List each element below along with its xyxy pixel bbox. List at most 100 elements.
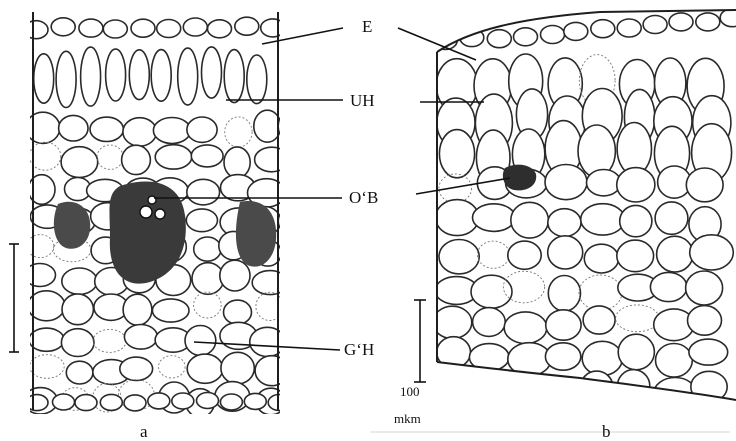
tissue-cell [548, 236, 583, 269]
tissue-cell [62, 268, 97, 294]
tissue-cell [197, 393, 219, 409]
tissue-cell [61, 329, 94, 357]
tissue-cell [618, 334, 654, 370]
tissue-cell [186, 209, 217, 232]
tissue-cell [620, 205, 652, 236]
tissue-cell [656, 344, 693, 378]
panel-label-a: a [140, 423, 148, 440]
tissue-cell [439, 130, 474, 178]
tissue-cell [26, 395, 48, 411]
tissue-cell [208, 20, 232, 38]
tissue-cell [261, 19, 285, 37]
xylem-vessel [140, 206, 152, 218]
tissue-cell [172, 393, 194, 409]
tissue-cell [511, 378, 551, 411]
tissue-cell [268, 395, 290, 411]
tissue-cell [657, 236, 693, 272]
tissue-cell [256, 292, 283, 320]
tissue-cell [473, 308, 506, 337]
tissue-cell [187, 117, 217, 142]
tissue-cell [235, 17, 259, 35]
tissue-cell [79, 19, 103, 37]
xylem-vessel [155, 209, 165, 219]
tissue-cell [250, 327, 285, 356]
tissue-cell [686, 271, 723, 305]
scale-bar-b [414, 300, 426, 382]
tissue-cell [75, 395, 97, 411]
tissue-cell [26, 112, 60, 143]
tissue-cell [221, 352, 254, 384]
tissue-cell [255, 147, 289, 172]
tissue-cell [247, 55, 267, 104]
tissue-cell [151, 50, 171, 102]
tissue-cell [655, 202, 688, 234]
tissue-cell [29, 142, 60, 170]
label-upper-tissue: UH [350, 92, 375, 109]
tissue-cell [696, 13, 720, 31]
tissue-cell [81, 47, 101, 106]
tissue-cell [244, 393, 266, 409]
tissue-cell [617, 168, 655, 202]
tissue-cell [97, 145, 123, 169]
label-vascular-bundle: O‘B [349, 189, 378, 206]
tissue-cell [192, 263, 224, 295]
tissue-cell [123, 118, 157, 146]
tissue-cell [183, 18, 207, 36]
tissue-cell [30, 355, 65, 379]
tissue-cell [688, 306, 722, 336]
tissue-cell [439, 240, 479, 274]
tissue-cell [504, 312, 547, 344]
tissue-cell [581, 371, 613, 403]
tissue-cell [477, 241, 509, 268]
tissue-cell [90, 117, 123, 141]
tissue-cell [548, 276, 580, 312]
tissue-cell [473, 204, 516, 232]
tissue-cell [178, 48, 198, 105]
tissue-cell [617, 240, 654, 272]
tissue-cell [51, 18, 75, 36]
tissue-cell [476, 370, 508, 404]
tissue-cell [194, 237, 221, 261]
tissue-cell [25, 264, 56, 287]
tissue-cell [545, 165, 587, 200]
tissue-cell [546, 310, 581, 340]
tissue-cell [617, 19, 641, 37]
tissue-cell [66, 361, 93, 384]
tissue-cell [225, 117, 252, 147]
tissue-cell [106, 49, 126, 101]
panel-b-section [433, 9, 736, 412]
tissue-cell [103, 20, 127, 38]
tissue-cell [514, 28, 538, 46]
panel-label-b: b [602, 423, 611, 440]
panel-a-section [24, 12, 291, 417]
tissue-cell [123, 294, 152, 325]
tissue-cell [159, 356, 186, 378]
tissue-cell [220, 260, 250, 291]
tissue-cell [548, 209, 581, 237]
tissue-cell [511, 202, 549, 238]
tissue-cell [124, 395, 146, 411]
label-ground-tissue: G‘H [344, 341, 374, 358]
tissue-cell [122, 145, 151, 174]
tissue-cell [591, 20, 615, 38]
tissue-cell [100, 394, 122, 410]
tissue-cell [29, 328, 64, 351]
tissue-cell [581, 204, 625, 235]
tissue-cell [224, 147, 250, 178]
scale-value: 100 [400, 385, 420, 398]
tissue-cell [582, 341, 622, 375]
tissue-cell [202, 47, 222, 98]
tissue-cell [433, 306, 472, 338]
tissue-cell [93, 329, 126, 352]
tissue-cell [564, 22, 588, 40]
tissue-cell [541, 26, 565, 44]
tissue-cell [34, 54, 54, 103]
tissue-cell [616, 305, 659, 332]
scale-unit: mkm [394, 412, 421, 425]
tissue-cell [439, 374, 473, 405]
tissue-cell [148, 393, 170, 409]
tissue-cell [194, 292, 222, 318]
tissue-cell [545, 343, 580, 370]
tissue-cell [152, 299, 189, 322]
